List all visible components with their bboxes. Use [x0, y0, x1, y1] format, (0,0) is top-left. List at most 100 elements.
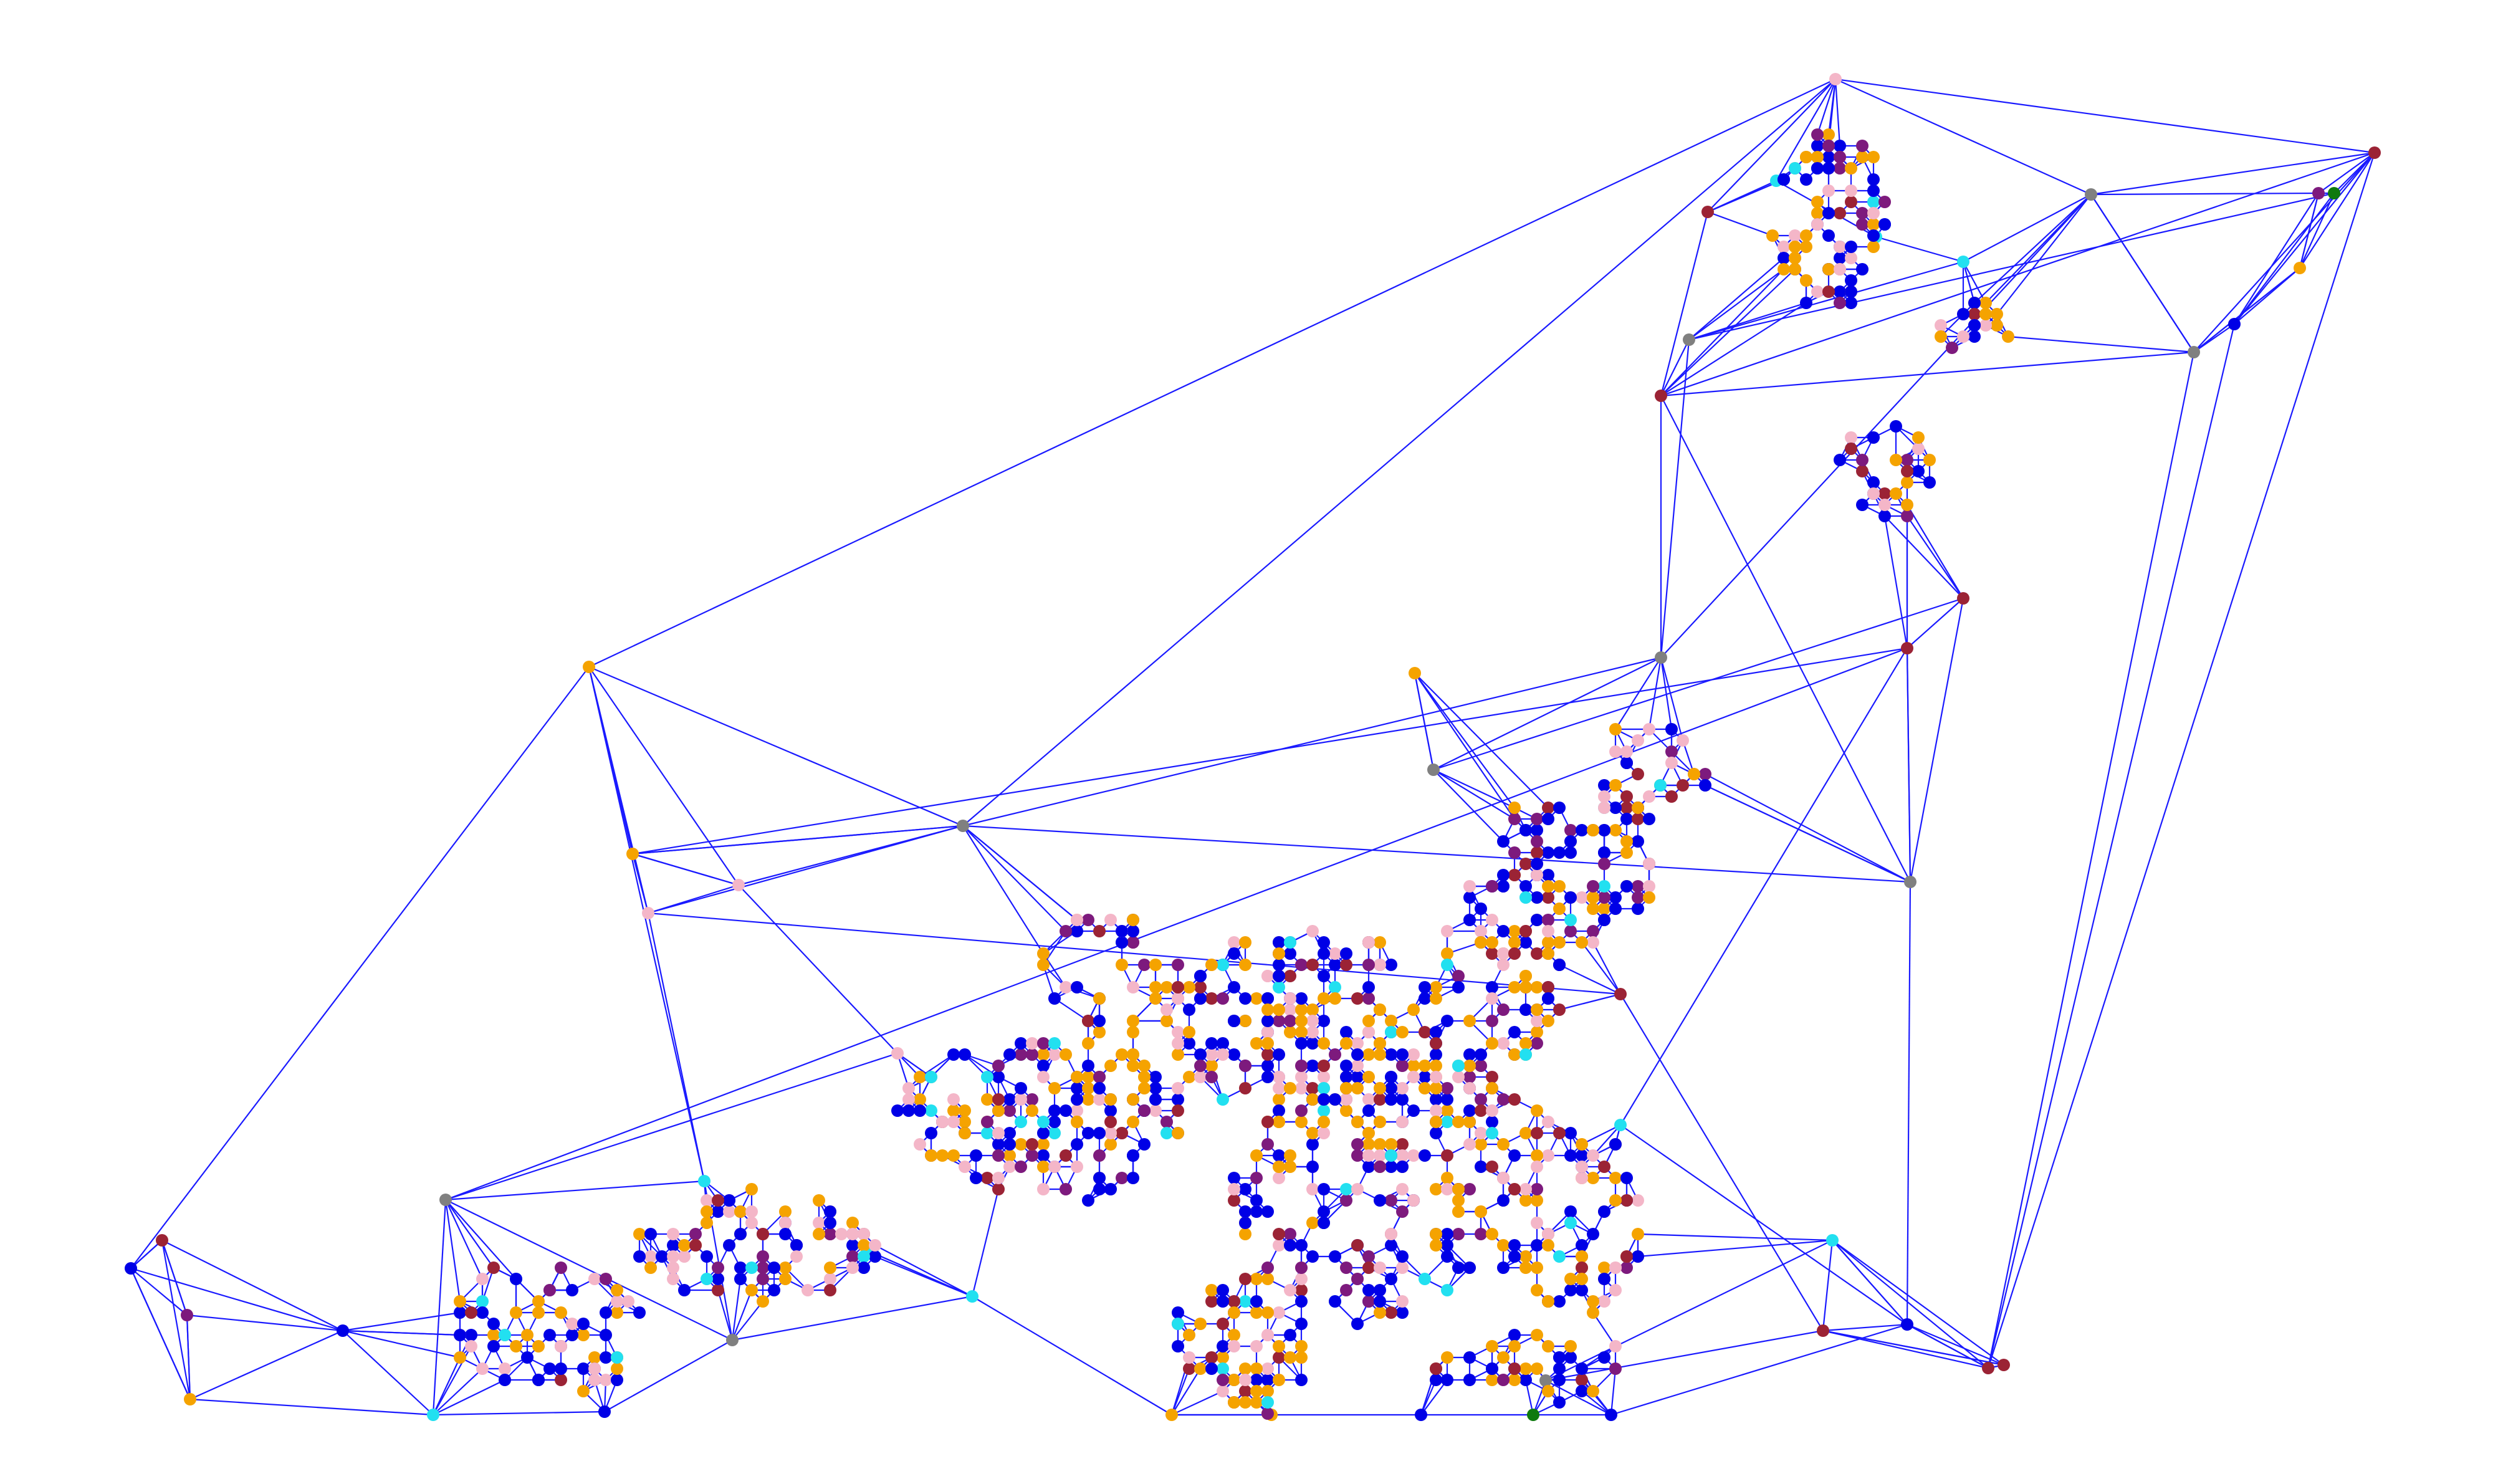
graph-node-orange: [1071, 1071, 1083, 1083]
graph-node-blue: [1822, 151, 1835, 163]
graph-node-orange: [1609, 779, 1622, 792]
graph-node-purple: [1475, 1060, 1487, 1072]
graph-node-orange: [1609, 824, 1622, 836]
graph-node-orange: [914, 1071, 926, 1083]
graph-node-pink: [667, 1228, 679, 1240]
graph-node-purple: [1396, 1060, 1409, 1072]
graph-node-orange: [1979, 308, 1992, 320]
graph-node-purple: [1340, 1284, 1352, 1296]
graph-node-orange: [1890, 454, 1902, 466]
graph-node-orange: [1037, 947, 1050, 960]
graph-node-orange: [1519, 1250, 1532, 1263]
graph-node-purple: [2312, 187, 2325, 199]
graph-node-blue: [1845, 285, 1857, 298]
graph-node-blue: [1632, 835, 1644, 848]
graph-node-blue: [1587, 1228, 1599, 1240]
graph-node-purple: [1822, 140, 1835, 152]
graph-node-blue: [723, 1194, 735, 1207]
graph-node-pink: [1441, 925, 1453, 937]
graph-node-blue: [1867, 173, 1880, 186]
graph-edge: [189, 1398, 434, 1416]
graph-edge: [1545, 1240, 1833, 1381]
graph-node-orange: [1228, 1306, 1240, 1319]
graph-node-cyan: [611, 1351, 623, 1364]
graph-node-blue: [1430, 1127, 1442, 1139]
graph-node-blue: [1250, 1205, 1263, 1218]
graph-node-purple: [1239, 1060, 1251, 1072]
graph-edge: [445, 1199, 733, 1341]
graph-node-orange: [1250, 1362, 1263, 1375]
graph-node-blue: [1430, 1048, 1442, 1061]
graph-node-purple: [1385, 1194, 1397, 1207]
graph-node-purple: [1441, 1082, 1453, 1094]
graph-node-orange: [532, 1340, 545, 1352]
graph-edge: [1963, 261, 1986, 304]
graph-node-blue: [790, 1239, 803, 1252]
graph-node-pink: [1362, 936, 1375, 949]
graph-node-blue: [1643, 813, 1655, 825]
graph-node-orange: [1609, 1172, 1622, 1184]
graph-node-orange: [1385, 1015, 1397, 1027]
graph-node-blue: [1048, 1104, 1061, 1117]
graph-edge: [445, 647, 1908, 1201]
graph-node-purple: [1497, 1374, 1510, 1386]
graph-node-orange: [1340, 1082, 1352, 1094]
graph-node-orange: [1284, 1149, 1296, 1162]
graph-node-blue: [1553, 1362, 1566, 1375]
graph-node-orange: [1149, 959, 1162, 971]
graph-node-maroon: [1261, 1116, 1274, 1128]
graph-node-blue: [1508, 1329, 1521, 1341]
graph-node-blue: [1497, 1194, 1510, 1207]
graph-edge: [433, 1379, 505, 1415]
graph-node-blue: [521, 1351, 534, 1364]
graph-node-cyan: [1048, 1037, 1061, 1050]
graph-node-orange: [1867, 218, 1880, 231]
graph-node-purple: [689, 1228, 702, 1240]
graph-node-maroon: [1362, 1261, 1375, 1274]
graph-node-blue: [656, 1250, 668, 1263]
graph-node-blue: [1149, 1071, 1162, 1083]
graph-node-blue: [1486, 1362, 1498, 1375]
graph-node-cyan: [1048, 1127, 1061, 1139]
graph-node-orange: [1239, 1396, 1251, 1409]
graph-node-pink: [667, 1250, 679, 1263]
graph-edge: [186, 1314, 191, 1400]
graph-node-purple: [1901, 454, 1913, 466]
graph-node-blue: [1441, 1239, 1453, 1252]
graph-node-green: [1527, 1409, 1539, 1421]
graph-edge: [1592, 1124, 1621, 1156]
graph-edge: [444, 1199, 461, 1302]
graph-node-blue: [1822, 207, 1835, 219]
graph-edge: [1054, 998, 1089, 1022]
graph-edge: [2193, 267, 2300, 353]
graph-node-blue: [1318, 1015, 1330, 1027]
graph-node-blue: [1362, 981, 1375, 993]
graph-node-orange: [1295, 1015, 1308, 1027]
graph-node-orange: [745, 1284, 758, 1296]
graph-node-cyan: [745, 1261, 758, 1274]
graph-node-blue: [1620, 1172, 1633, 1184]
graph-node-orange: [1082, 1037, 1094, 1050]
graph-node-pink: [1071, 914, 1083, 926]
graph-node-gray: [1904, 876, 1916, 888]
graph-node-cyan: [1385, 1149, 1397, 1162]
graph-node-blue: [1306, 1037, 1319, 1050]
graph-node-orange: [1430, 1183, 1442, 1195]
graph-node-orange: [1531, 1003, 1543, 1016]
graph-node-orange: [1497, 1138, 1510, 1151]
graph-node-maroon: [1486, 1071, 1498, 1083]
graph-node-blue: [1497, 869, 1510, 881]
graph-node-blue: [1071, 1138, 1083, 1151]
graph-node-pink: [1531, 1161, 1543, 1173]
graph-node-purple: [846, 1250, 859, 1263]
graph-node-orange: [1138, 1071, 1151, 1083]
graph-edge: [1660, 302, 1807, 396]
graph-node-blue: [1620, 880, 1633, 893]
graph-node-pink: [1407, 1048, 1420, 1061]
graph-node-maroon: [1441, 1149, 1453, 1162]
graph-node-orange: [644, 1261, 657, 1274]
graph-node-purple: [1284, 1228, 1296, 1240]
graph-node-maroon: [1968, 308, 1981, 320]
graph-node-pink: [959, 1161, 971, 1173]
graph-node-orange: [1250, 1149, 1263, 1162]
